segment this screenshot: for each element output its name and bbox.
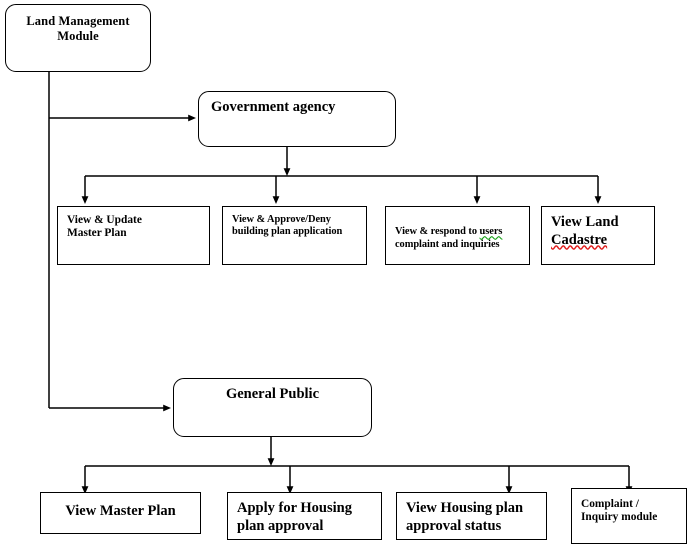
node-label-line2: complaint and inquiries [395, 238, 500, 250]
node-land-management-module[interactable]: Land Management Module [5, 4, 151, 72]
node-label: Land Management [26, 14, 130, 28]
node-government-agency[interactable]: Government agency [198, 91, 396, 147]
node-view-land-cadastre[interactable]: View Land Cadastre [541, 206, 655, 265]
node-label-line2: Master Plan [67, 227, 127, 240]
node-label-text: View & respond to [395, 226, 480, 238]
node-view-respond-complaints[interactable]: View & respond to users complaint and in… [385, 206, 530, 265]
node-label-line2: approval status [406, 517, 502, 534]
node-label: General Public [225, 386, 320, 402]
node-general-public[interactable]: General Public [173, 378, 372, 437]
node-label-line2: Module [57, 28, 99, 43]
node-label: View & Update [67, 214, 142, 226]
node-view-master-plan[interactable]: View Master Plan [40, 492, 201, 534]
node-label: Government agency [211, 99, 336, 115]
node-label-line2: plan approval [237, 517, 324, 534]
node-view-housing-plan-approval-status[interactable]: View Housing plan approval status [396, 492, 547, 540]
node-label: View & Approve/Deny [232, 214, 331, 225]
node-complaint-inquiry-module[interactable]: Complaint / Inquiry module [571, 488, 687, 544]
node-apply-housing-plan-approval[interactable]: Apply for Housing plan approval [227, 492, 382, 540]
node-label-line2: building plan application [232, 226, 343, 238]
node-label: View Land [551, 214, 619, 230]
misspelled-word: users [479, 226, 503, 238]
node-view-update-master-plan[interactable]: View & Update Master Plan [57, 206, 210, 265]
node-label-line2: Inquiry module [581, 511, 658, 524]
node-label: View Master Plan [65, 503, 176, 519]
node-label: Complaint / [581, 498, 639, 510]
node-label: View Housing plan [406, 500, 524, 516]
misspelled-word: Cadastre [551, 231, 608, 248]
node-label: Apply for Housing [237, 500, 352, 516]
node-view-approve-deny-building-plan[interactable]: View & Approve/Deny building plan applic… [222, 206, 367, 265]
node-label: View & respond to users [395, 214, 529, 239]
